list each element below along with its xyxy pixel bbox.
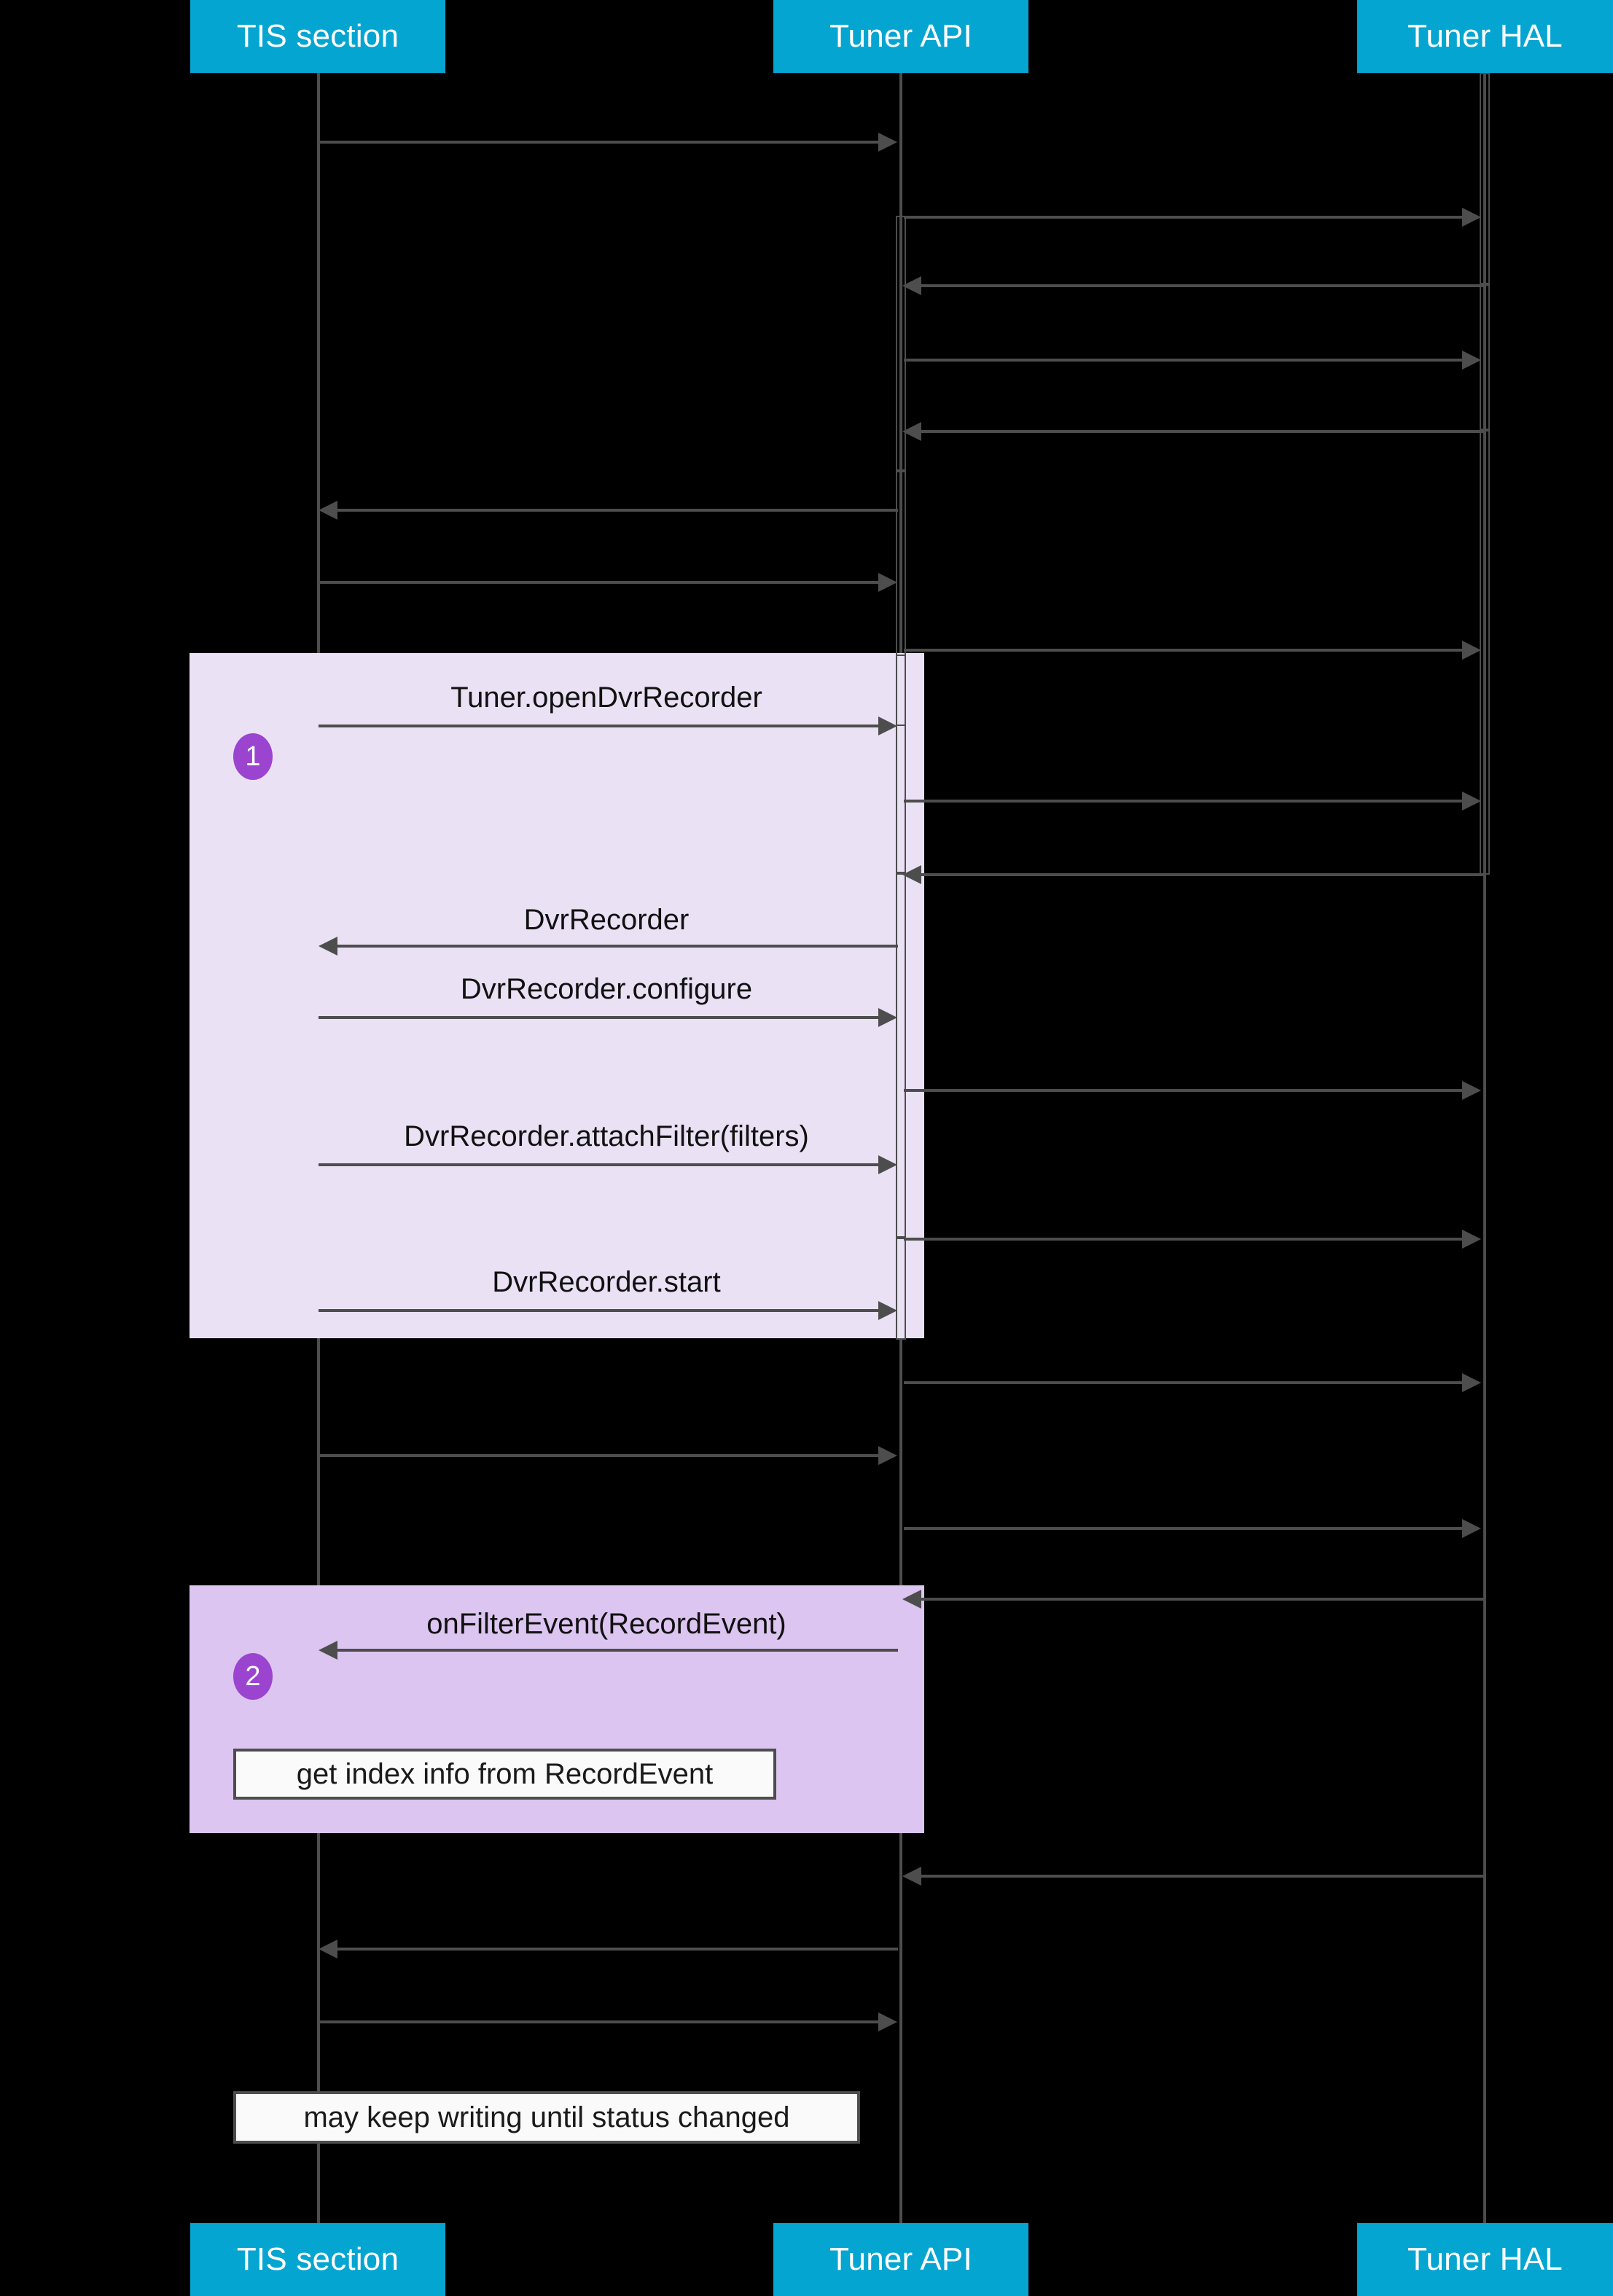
message-line-m21 [915, 1598, 1484, 1601]
participant-header-tuner-api-label: Tuner API [829, 18, 972, 54]
message-arrowhead-m12 [319, 937, 337, 956]
participant-header-tuner-api[interactable]: Tuner API [773, 0, 1028, 73]
message-line-m20 [904, 1527, 1478, 1530]
message-line-m22 [333, 1649, 898, 1652]
message-arrowhead-m14 [1462, 1081, 1481, 1100]
fragment-badge-1[interactable]: 1 [233, 733, 273, 780]
participant-footer-tis-section-label: TIS section [236, 2241, 399, 2277]
message-arrowhead-m16 [1462, 1230, 1481, 1249]
message-line-m25 [319, 2020, 893, 2023]
participant-header-tis-section[interactable]: TIS section [190, 0, 445, 73]
activation-hal-2 [1480, 284, 1490, 430]
message-line-m18 [904, 1381, 1478, 1384]
note-get-index-info: get index info from RecordEvent [233, 1749, 776, 1800]
message-line-m16 [904, 1238, 1478, 1241]
message-line-m24 [333, 1948, 898, 1951]
participant-footer-tuner-hal-label: Tuner HAL [1407, 2241, 1563, 2277]
message-arrowhead-m24 [319, 1940, 337, 1959]
message-arrowhead-m1 [878, 133, 897, 152]
participant-footer-tis-section[interactable]: TIS section [190, 2223, 445, 2296]
fragment-open-dvr-recorder [190, 653, 924, 1338]
fragment-badge-2[interactable]: 2 [233, 1653, 273, 1700]
activation-api-2 [896, 471, 906, 726]
message-label-on-filter-event: onFilterEvent(RecordEvent) [426, 1608, 786, 1640]
message-line-m1 [319, 141, 893, 144]
participant-footer-tuner-api[interactable]: Tuner API [773, 2223, 1028, 2296]
message-arrowhead-m25 [878, 2012, 897, 2031]
message-arrowhead-m20 [1462, 1519, 1481, 1538]
message-arrowhead-m2 [1462, 208, 1481, 227]
message-arrowhead-m21 [902, 1590, 921, 1609]
note-may-keep-writing-label: may keep writing until status changed [303, 2101, 790, 2133]
message-arrowhead-m7 [878, 573, 897, 592]
message-arrowhead-m22 [319, 1641, 337, 1660]
fragment-badge-1-label: 1 [245, 741, 261, 772]
message-arrowhead-m13 [878, 1008, 897, 1027]
message-arrowhead-m6 [319, 501, 337, 520]
participant-header-tuner-hal-label: Tuner HAL [1407, 18, 1563, 54]
activation-api-3 [896, 655, 906, 873]
message-line-m5 [915, 430, 1484, 433]
message-arrowhead-m23 [902, 1867, 921, 1886]
participant-footer-tuner-api-label: Tuner API [829, 2241, 972, 2277]
message-label-open-dvr-recorder: Tuner.openDvrRecorder [450, 682, 762, 714]
message-line-m15 [319, 1163, 893, 1166]
activation-api-5 [896, 1238, 906, 1340]
message-line-m13 [319, 1016, 893, 1019]
message-arrowhead-m5 [902, 422, 921, 441]
message-arrowhead-m4 [1462, 351, 1481, 370]
message-line-m9 [319, 725, 893, 727]
message-arrowhead-m11 [902, 865, 921, 884]
message-arrowhead-m8 [1462, 641, 1481, 660]
message-arrowhead-m10 [1462, 792, 1481, 811]
message-line-m11 [915, 873, 1484, 876]
fragment-badge-2-label: 2 [245, 1661, 261, 1692]
activation-hal-3 [1480, 430, 1490, 875]
message-line-m17 [319, 1309, 893, 1312]
message-line-m2 [904, 216, 1478, 219]
note-may-keep-writing: may keep writing until status changed [233, 2091, 860, 2144]
message-line-m3 [915, 284, 1484, 287]
activation-api-4 [896, 873, 906, 1238]
participant-footer-tuner-hal[interactable]: Tuner HAL [1357, 2223, 1613, 2296]
note-get-index-info-label: get index info from RecordEvent [296, 1757, 714, 1790]
message-label-dvr-recorder: DvrRecorder [523, 904, 690, 936]
participant-header-tis-section-label: TIS section [236, 18, 399, 54]
participant-header-tuner-hal[interactable]: Tuner HAL [1357, 0, 1613, 73]
message-line-m12 [333, 945, 898, 948]
lifeline-tuner-hal [1483, 73, 1486, 2223]
message-arrowhead-m17 [878, 1301, 897, 1320]
message-arrowhead-m9 [878, 716, 897, 735]
message-line-m6 [333, 509, 898, 512]
message-label-dvr-recorder-start: DvrRecorder.start [492, 1266, 721, 1298]
message-arrowhead-m3 [902, 276, 921, 295]
message-line-m14 [904, 1089, 1478, 1092]
message-line-m8 [904, 649, 1478, 652]
message-arrowhead-m15 [878, 1155, 897, 1174]
message-line-m19 [319, 1454, 893, 1457]
message-label-dvr-recorder-configure: DvrRecorder.configure [460, 973, 753, 1005]
message-line-m7 [319, 581, 893, 584]
message-arrowhead-m18 [1462, 1373, 1481, 1392]
message-line-m4 [904, 359, 1478, 362]
message-arrowhead-m19 [878, 1446, 897, 1465]
activation-api-1 [896, 216, 906, 471]
message-label-attach-filter: DvrRecorder.attachFilter(filters) [404, 1120, 809, 1152]
message-line-m23 [915, 1875, 1484, 1878]
activation-hal-1 [1480, 73, 1490, 284]
message-line-m10 [904, 800, 1478, 803]
